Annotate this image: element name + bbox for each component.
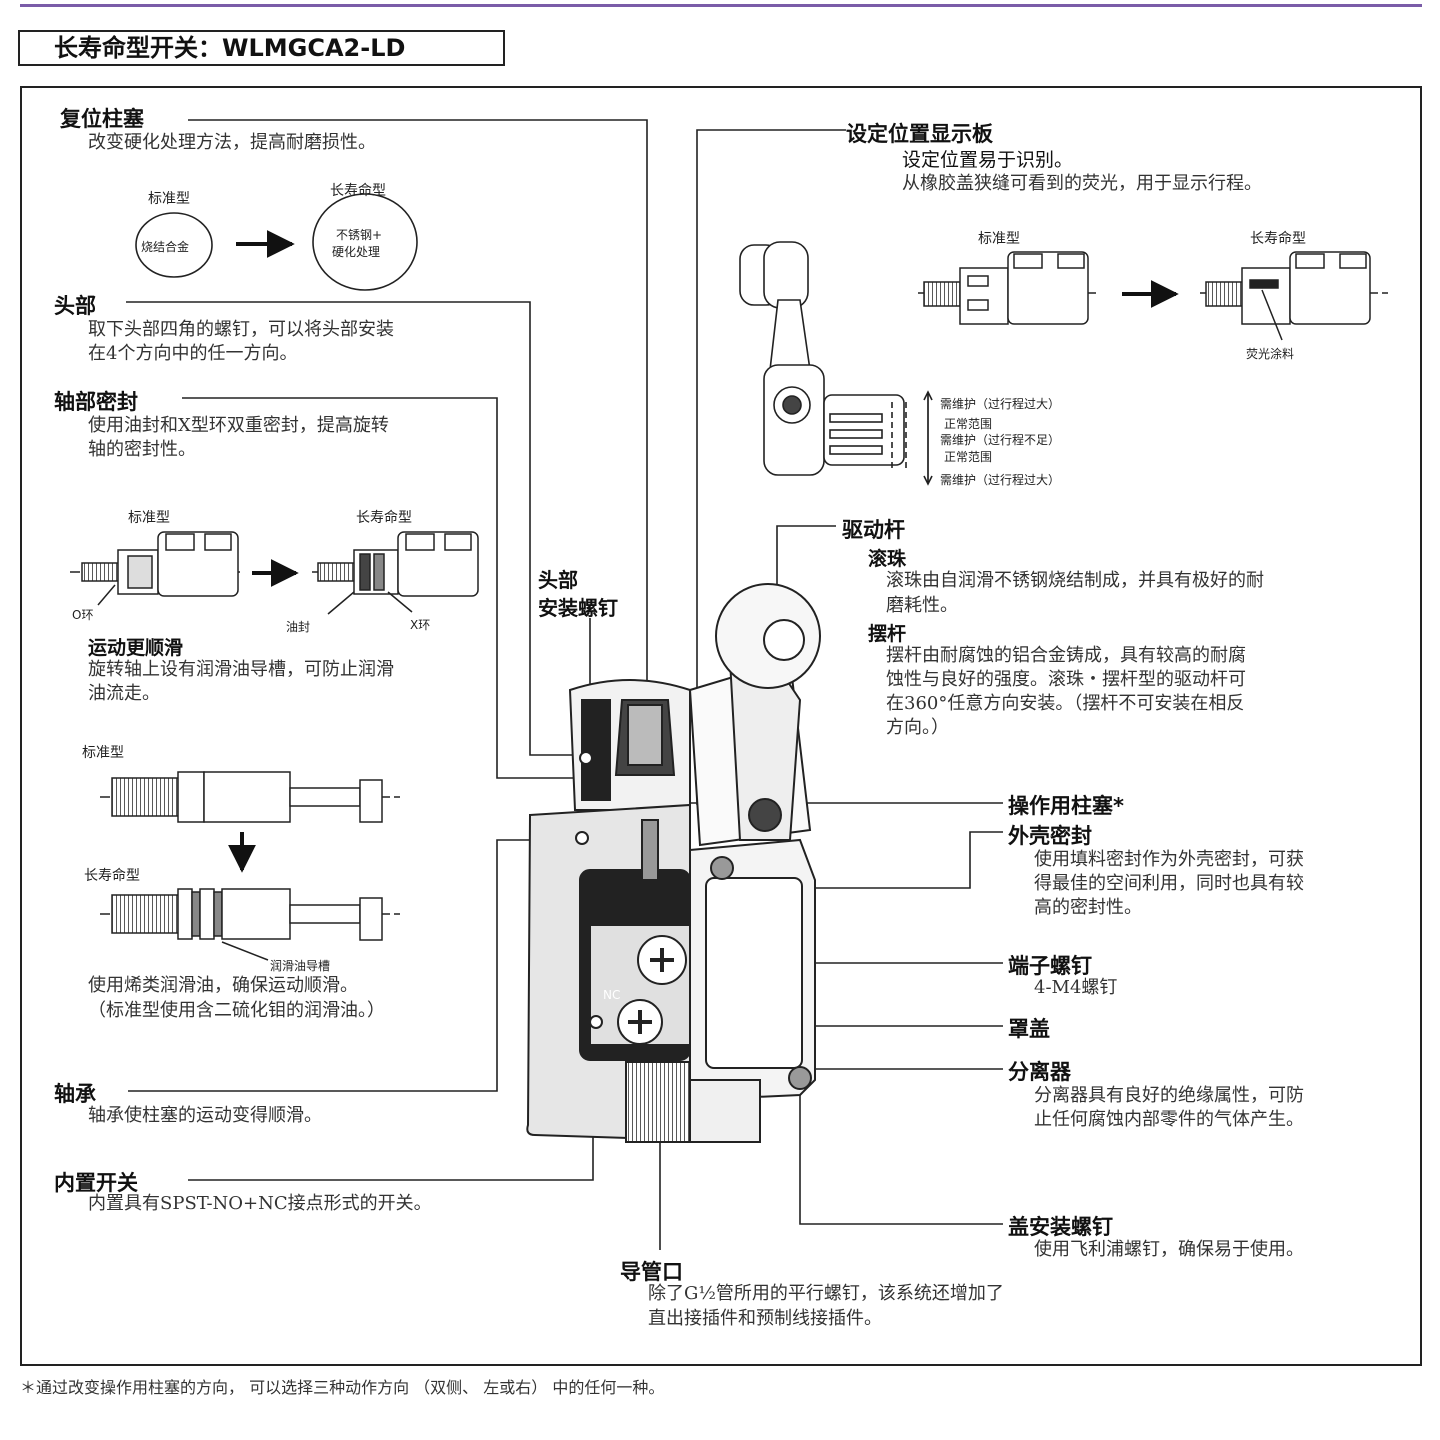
cover-screw-desc: 使用飞利浦螺钉，确保易于使用。 (1034, 1239, 1304, 1260)
head-desc-1: 取下头部四角的螺钉，可以将头部安装 (88, 319, 394, 340)
normal-range-label-1: 正常范围 (944, 417, 993, 431)
roller-desc-2: 磨耗性。 (886, 595, 958, 616)
top-accent-rule (20, 4, 1422, 7)
lever-desc-1: 摆杆由耐腐蚀的铝合金铸成，具有较高的耐腐 (886, 645, 1246, 666)
maint-under-label: 需维护（过行程不足） (940, 433, 1061, 447)
lube-desc-1: 使用烯类润滑油，确保运动顺滑。 (88, 975, 358, 996)
terminal-desc: 4-M4螺钉 (1034, 977, 1118, 998)
oil-seal-label: 油封 (286, 620, 311, 634)
smooth-ll-label: 长寿命型 (84, 868, 140, 884)
roller-desc-1: 滚珠由自润滑不锈钢烧结制成，并具有极好的耐 (886, 570, 1264, 591)
bearing-desc: 轴承使柱塞的运动变得顺滑。 (88, 1105, 322, 1126)
lever-desc-3: 在360°任意方向安装。（摆杆不可安装在相反 (886, 693, 1245, 714)
content-frame (20, 86, 1422, 1366)
indicator-sub: 设定位置易于识别。 (902, 149, 1074, 171)
indicator-ll-label: 长寿命型 (1250, 231, 1306, 247)
smooth-shaft-illustration (100, 771, 400, 961)
indicator-desc: 从橡胶盖狭缝可看到的荧光，用于显示行程。 (902, 173, 1262, 194)
op-plunger-heading: 操作用柱塞* (1008, 794, 1124, 818)
circle-ll-text-1: 不锈钢+ (336, 228, 383, 242)
roller-title: 滚珠 (868, 548, 907, 570)
lever-title: 摆杆 (868, 623, 907, 645)
reset-ll-label: 长寿命型 (330, 183, 386, 199)
cover-screw-heading: 盖安装螺钉 (1008, 1215, 1113, 1239)
separator-heading: 分离器 (1008, 1060, 1071, 1084)
head-desc-2: 在4个方向中的任一方向。 (88, 343, 298, 364)
reset-plunger-illustration (135, 193, 418, 291)
head-screw-label-1: 头部 (538, 568, 578, 592)
reset-plunger-desc: 改变硬化处理方法，提高耐磨损性。 (88, 132, 376, 153)
o-ring-label: O环 (72, 608, 94, 622)
separator-desc-2: 止任何腐蚀内部零件的气体产生。 (1034, 1109, 1304, 1130)
builtin-switch-desc: 内置具有SPST-NO+NC接点形式的开关。 (88, 1193, 432, 1214)
separator-desc-1: 分离器具有良好的绝缘属性，可防 (1034, 1085, 1304, 1106)
maint-over-label-2: 需维护（过行程过大） (940, 473, 1061, 487)
reset-std-label: 标准型 (148, 191, 190, 207)
housing-seal-desc-1: 使用填料密封作为外壳密封，可获 (1034, 849, 1304, 870)
page-title: 长寿命型开关：WLMGCA2-LD (18, 30, 505, 66)
smooth-desc-2: 油流走。 (88, 683, 160, 704)
lever-side-illustration (739, 241, 933, 486)
seal-ll-label: 长寿命型 (356, 510, 412, 526)
housing-seal-desc-2: 得最佳的空间利用，同时也具有较 (1034, 873, 1304, 894)
conduit-desc-1: 除了G½管所用的平行螺钉，该系统还增加了 (648, 1283, 1004, 1304)
conduit-desc-2: 直出接插件和预制线接插件。 (648, 1308, 882, 1329)
shaft-seal-heading: 轴部密封 (54, 390, 138, 414)
maint-over-label-1: 需维护（过行程过大） (940, 397, 1061, 411)
head-heading: 头部 (54, 294, 96, 318)
shaft-seal-illustration (70, 531, 480, 615)
actuator-heading: 驱动杆 (842, 518, 905, 542)
builtin-switch-heading: 内置开关 (54, 1171, 138, 1195)
normal-range-label-2: 正常范围 (944, 450, 993, 464)
shaft-seal-desc-2: 轴的密封性。 (88, 439, 196, 460)
leader-lines (126, 119, 1003, 1250)
smooth-heading: 运动更顺滑 (88, 637, 184, 659)
reset-plunger-heading: 复位柱塞 (60, 107, 144, 131)
cover-heading: 罩盖 (1008, 1017, 1050, 1041)
lever-desc-4: 方向。） (886, 717, 949, 738)
indicator-std-label: 标准型 (978, 231, 1020, 247)
circle-ll-text-2: 硬化处理 (332, 245, 381, 259)
housing-seal-desc-3: 高的密封性。 (1034, 897, 1142, 918)
head-screw-label-2: 安装螺钉 (538, 596, 618, 620)
fluor-label: 荧光涂料 (1246, 347, 1295, 361)
housing-seal-heading: 外壳密封 (1008, 824, 1092, 848)
shaft-seal-desc-1: 使用油封和X型环双重密封，提高旋转 (88, 415, 389, 436)
nc-label: NC (603, 988, 621, 1002)
footnote: ＊通过改变操作用柱塞的方向， 可以选择三种动作方向 （双侧、 左或右） 中的任何… (20, 1378, 665, 1397)
circle-std-text: 烧结合金 (141, 240, 190, 254)
bearing-heading: 轴承 (54, 1082, 96, 1106)
indicator-heading: 设定位置显示板 (846, 122, 993, 146)
smooth-std-label: 标准型 (82, 745, 124, 761)
groove-label: 润滑油导槽 (270, 959, 331, 973)
switch-body-illustration (526, 583, 821, 1143)
x-ring-label: X环 (410, 618, 431, 632)
smooth-desc-1: 旋转轴上设有润滑油导槽，可防止润滑 (88, 659, 394, 680)
lube-desc-2: （标准型使用含二硫化钼的润滑油。） (88, 1000, 385, 1021)
conduit-heading: 导管口 (620, 1260, 683, 1284)
indicator-illustration (918, 251, 1388, 341)
lever-desc-2: 蚀性与良好的强度。滚珠・摆杆型的驱动杆可 (886, 669, 1246, 690)
terminal-heading: 端子螺钉 (1008, 954, 1092, 978)
seal-std-label: 标准型 (128, 510, 170, 526)
